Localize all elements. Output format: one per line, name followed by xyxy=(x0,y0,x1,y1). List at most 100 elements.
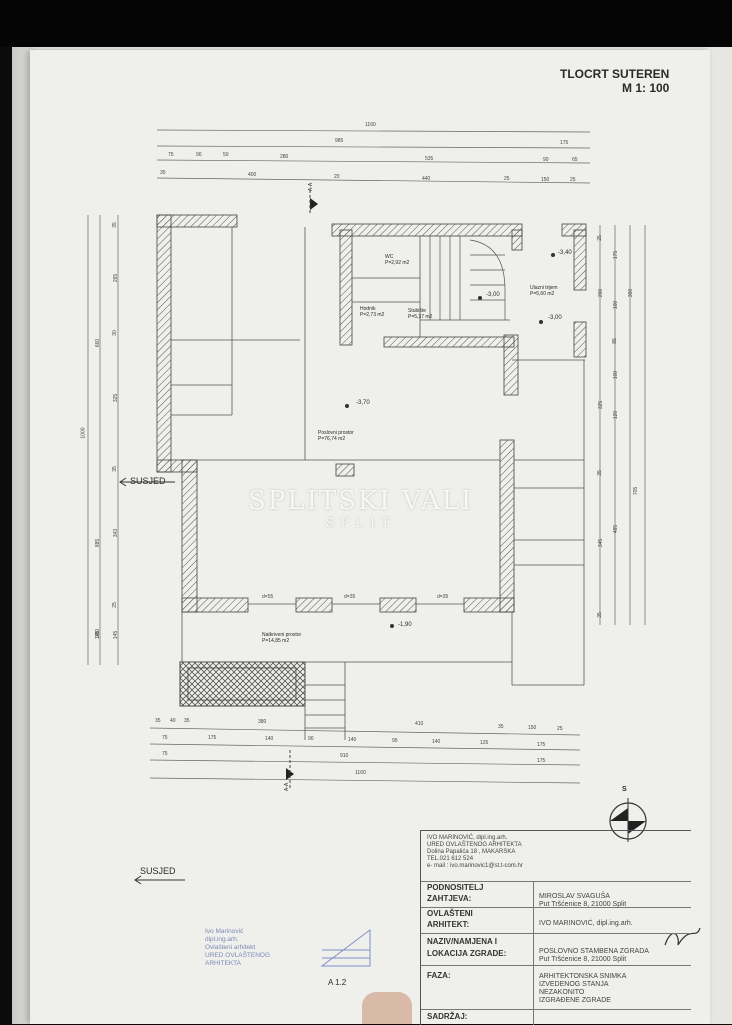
finger-thumb xyxy=(362,992,412,1024)
dim-left-885: 885 xyxy=(95,538,102,548)
signature xyxy=(664,927,701,946)
dim-r-9: 35 xyxy=(596,470,603,476)
dim-b1-7: 25 xyxy=(557,726,563,732)
room-ulazni-trijem: Ulazni trijem P=5,60 m2 xyxy=(530,285,558,297)
dim-r-0: 25 xyxy=(596,235,603,241)
room-hodnik: Hodnik P=2,73 m2 xyxy=(360,306,385,318)
neighbor-label-1: SUSJED xyxy=(130,476,166,486)
dim-li-2: 30 xyxy=(111,330,118,336)
neighbor-label-2: SUSJED xyxy=(140,866,176,876)
dim-b1-3: 380 xyxy=(258,719,267,725)
dim-b2-1: 175 xyxy=(208,735,217,741)
level-stubiste: -3,00 xyxy=(486,292,500,298)
level-markers xyxy=(345,253,555,628)
room-wc: WC P=2,92 m2 xyxy=(385,254,410,266)
tb-row-arhitekt: OVLAŠTENI ARHITEKT: IVO MARINOVIĆ, dipl.… xyxy=(421,907,691,934)
dim-top-175: 175 xyxy=(560,140,569,146)
dim-r-3: 100 xyxy=(613,300,620,310)
watermark-line2: SPLIT xyxy=(325,516,396,531)
opening-2: d=35 xyxy=(437,594,449,600)
dim-b1-5: 35 xyxy=(498,724,504,730)
drawing-page xyxy=(30,50,710,1024)
section-arrows xyxy=(286,190,318,790)
dim-t4-2: 20 xyxy=(334,174,340,180)
dim-r-11: 705 xyxy=(633,486,640,496)
room-natkriveni-prostor: Natkriveni prostor P=14,85 m2 xyxy=(262,632,302,644)
tb-row-faza: FAZA: ARHITEKTONSKA SNIMKA IZVEDENOG STA… xyxy=(421,965,691,1010)
drawing-title-block: TLOCRT SUTEREN M 1: 100 xyxy=(560,67,669,95)
dim-b2-7: 125 xyxy=(480,740,489,746)
dim-left-outer: 1000 xyxy=(80,427,87,439)
dim-li-5: 343 xyxy=(113,528,120,538)
dim-li-8: 145 xyxy=(95,630,102,640)
dim-t3-5: 90 xyxy=(543,157,549,163)
building-walls xyxy=(156,214,587,707)
dim-li-9: 145 xyxy=(113,630,120,640)
dim-t3-3: 280 xyxy=(280,154,289,160)
dim-t4-6: 25 xyxy=(570,177,576,183)
top-black-bar xyxy=(0,0,732,47)
dim-b1-6: 150 xyxy=(528,725,537,731)
dim-b2-0: 75 xyxy=(162,735,168,741)
dim-r-1: 175 xyxy=(613,250,620,260)
dim-t3-4: 535 xyxy=(425,156,434,162)
dim-b2-8: 175 xyxy=(537,742,546,748)
drawing-scale: M 1: 100 xyxy=(621,81,670,95)
dim-b1-4: 410 xyxy=(415,721,424,727)
dim-top-total: 1160 xyxy=(365,122,376,128)
tb-header-row xyxy=(421,831,691,882)
staircase xyxy=(420,236,510,321)
dim-top-985: 985 xyxy=(335,138,344,144)
level-extra: -3,00 xyxy=(548,315,562,321)
bottom-dimension-lines xyxy=(149,727,581,784)
opening-1: d=35 xyxy=(344,594,356,600)
level-poslovni: -3,70 xyxy=(356,400,370,406)
dim-r-2: 300 xyxy=(628,288,635,298)
dim-r-5: 85 xyxy=(611,338,618,344)
dim-li-1: 265 xyxy=(113,273,120,283)
dim-bottom-total: 1160 xyxy=(355,770,366,776)
neighbor-arrows xyxy=(119,477,185,885)
dim-t4-3: 440 xyxy=(422,176,431,182)
tb-row-naziv: NAZIV/NAMJENA I LOKACIJA ZGRADE: POSLOVN… xyxy=(421,933,691,966)
dim-li-3: 325 xyxy=(113,393,120,403)
sheet-number: A 1.2 xyxy=(328,978,347,987)
watermark: SPLITSKI VALI SPLIT xyxy=(248,486,473,531)
level-trijem: -3,40 xyxy=(558,250,572,256)
architect-stamp: Ivo Marinović dipl.ing.arh. Ovlašteni ar… xyxy=(205,928,271,967)
dim-r-8: 325 xyxy=(598,400,605,410)
level-natkriveni: -1,90 xyxy=(398,622,412,628)
dim-r-7: 120 xyxy=(613,410,620,420)
dim-t4-0: 35 xyxy=(160,170,166,176)
dim-t4-5: 150 xyxy=(541,177,550,183)
dim-li-0: 35 xyxy=(111,222,118,228)
stamp-graphic xyxy=(320,929,371,967)
right-dimension-lines xyxy=(599,225,646,625)
opening-0: d=55 xyxy=(262,594,274,600)
dim-t4-1: 400 xyxy=(248,172,257,178)
dim-li-4: 35 xyxy=(111,466,118,472)
tb-row-podnositelj: PODNOSITELJ ZAHTJEVA: MIROSLAV SVAGUŠA P… xyxy=(421,881,691,908)
dim-b1-0: 35 xyxy=(155,718,161,724)
title-block-header: IVO MARINOVIĆ, dipl.ing.arh. URED OVLAŠT… xyxy=(427,835,523,869)
dim-b1-1: 40 xyxy=(170,718,176,724)
dim-r-6: 100 xyxy=(613,370,620,380)
dim-b3-0: 75 xyxy=(162,751,168,757)
drawing-title: TLOCRT SUTEREN xyxy=(560,67,670,81)
dim-b2-4: 140 xyxy=(348,737,357,743)
dim-b3-2: 175 xyxy=(537,758,546,764)
room-poslovni-prostor: Poslovni prostor P=76,74 m2 xyxy=(318,430,354,442)
dim-b2-3: 90 xyxy=(308,736,314,742)
dim-t4-4: 25 xyxy=(504,176,510,182)
title-block: IVO MARINOVIĆ, dipl.ing.arh. URED OVLAŠT… xyxy=(420,830,691,1025)
dim-r-10: 485 xyxy=(613,524,620,534)
dim-t3-6: 65 xyxy=(572,157,578,163)
watermark-line1: SPLITSKI VALI xyxy=(248,486,474,516)
dim-b2-2: 140 xyxy=(265,736,274,742)
dim-r-12: 345 xyxy=(598,538,605,548)
dim-left-660: 660 xyxy=(95,338,102,348)
room-stubiste: Stubište P=5,37 m2 xyxy=(408,308,433,320)
section-mark-top: A-A xyxy=(308,182,315,192)
dim-r-4: 200 xyxy=(598,288,605,298)
